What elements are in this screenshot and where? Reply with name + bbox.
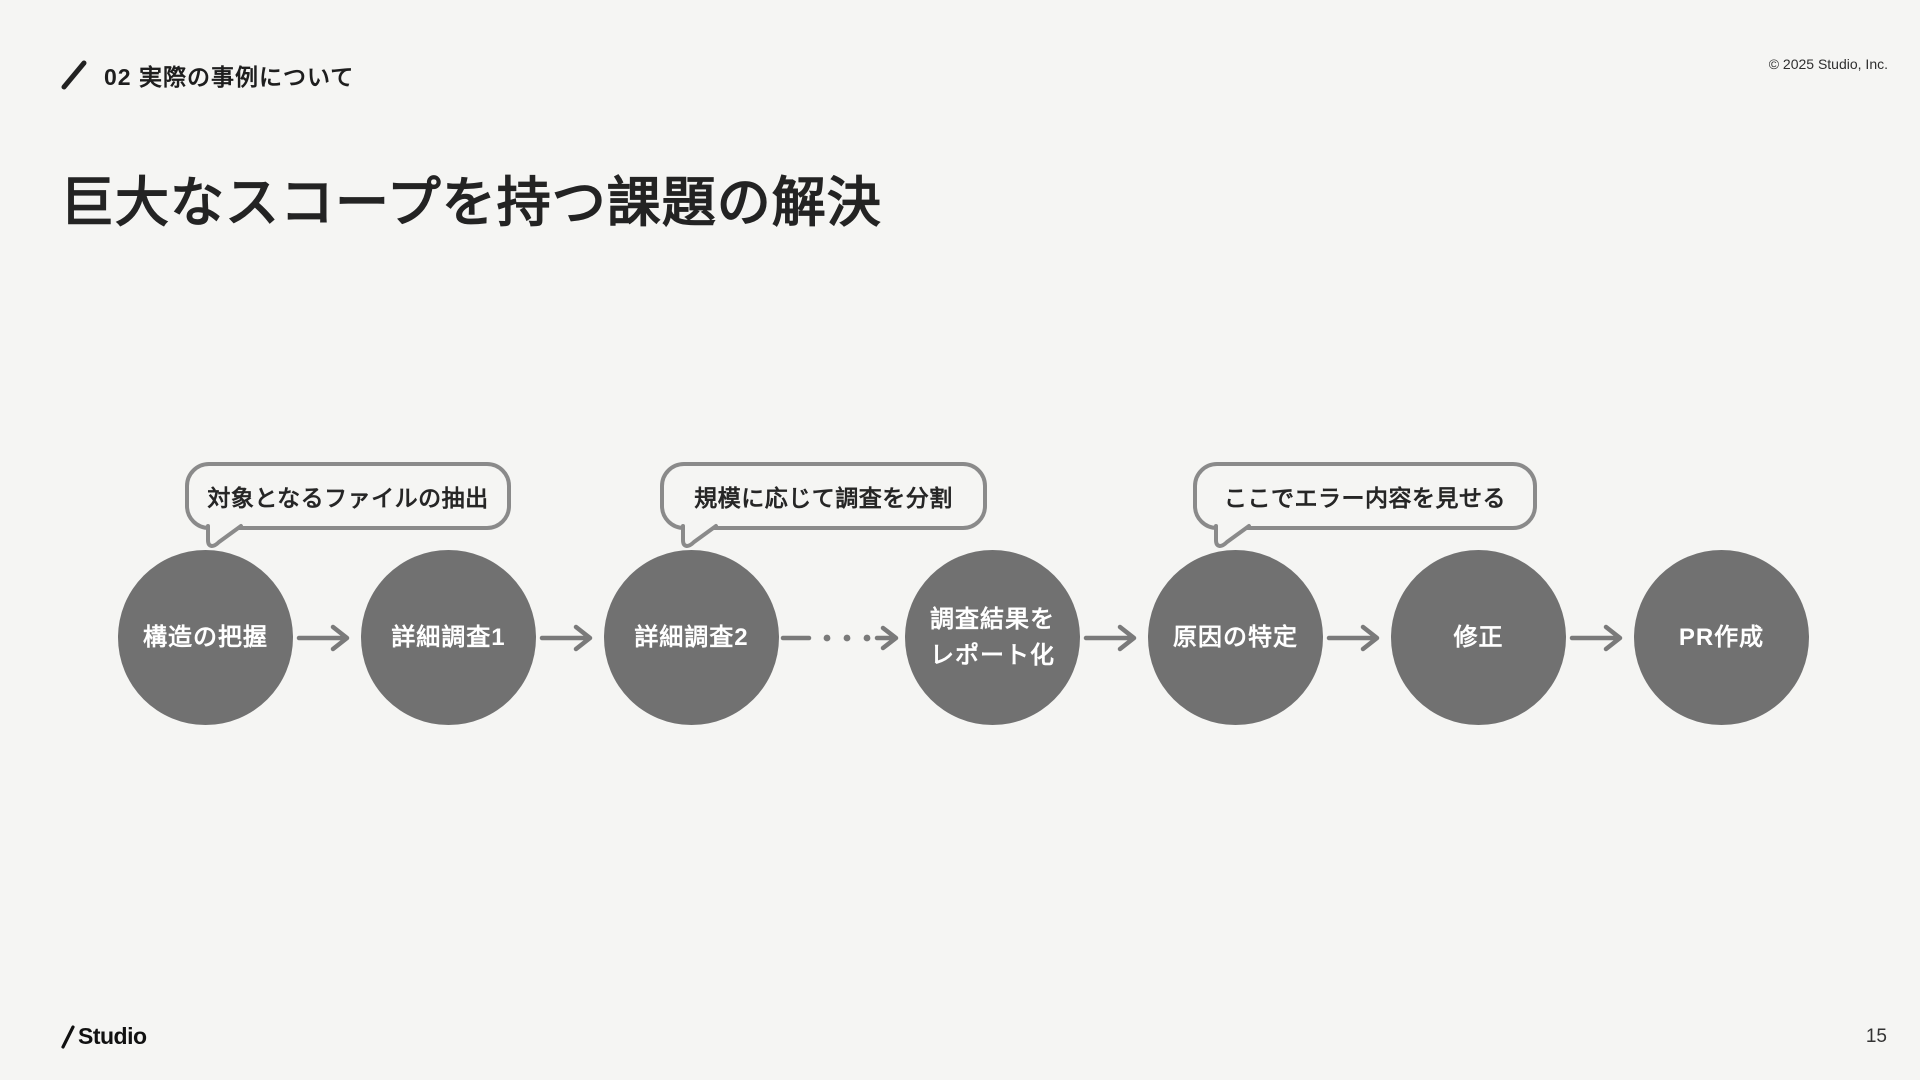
flow-step-structure: 構造の把握 <box>118 550 293 725</box>
annotation-text: 対象となるファイルの抽出 <box>207 485 489 511</box>
flow-step-detail2: 詳細調査2 <box>604 550 779 725</box>
flow-step-pr: PR作成 <box>1634 550 1809 725</box>
annotation-text: ここでエラー内容を見せる <box>1224 485 1506 511</box>
slash-icon <box>60 59 88 91</box>
flow-step-report: 調査結果を レポート化 <box>905 550 1080 725</box>
flow-step-identify-cause: 原因の特定 <box>1148 550 1323 725</box>
section-header: 02 実際の事例について <box>60 58 354 92</box>
studio-logo: Studio <box>60 1023 147 1050</box>
flow-step-label: 原因の特定 <box>1173 623 1298 651</box>
right-arrow-icon <box>293 623 361 653</box>
bubble-tail-icon <box>681 524 718 548</box>
flow-step-detail1: 詳細調査1 <box>361 550 536 725</box>
logo-text: Studio <box>78 1023 147 1049</box>
flow-step-label: PR作成 <box>1678 623 1765 651</box>
annotation-bubble-extract-files: 対象となるファイルの抽出 <box>185 462 511 548</box>
flow-step-label: 修正 <box>1453 623 1504 651</box>
right-arrow-icon <box>1323 623 1391 653</box>
dash-dots-arrow-icon <box>779 623 905 653</box>
page-number: 15 <box>1865 1026 1887 1047</box>
flow-step-label: 調査結果を レポート化 <box>930 605 1055 669</box>
logo-slash-icon <box>61 1024 75 1049</box>
process-flow: 構造の把握 詳細調査1 詳細調査2 <box>118 550 1809 725</box>
flow-step-label: 構造の把握 <box>143 623 268 651</box>
flow-step-label: 詳細調査2 <box>634 623 749 651</box>
section-label: 02 実際の事例について <box>104 64 355 90</box>
flow-step-fix: 修正 <box>1391 550 1566 725</box>
right-arrow-icon <box>1080 623 1148 653</box>
bubble-tail-icon <box>1214 524 1251 548</box>
annotation-text: 規模に応じて調査を分割 <box>694 485 953 511</box>
right-arrow-icon <box>536 623 604 653</box>
right-arrow-icon <box>1566 623 1634 653</box>
page-title: 巨大なスコープを持つ課題の解決 <box>60 173 882 234</box>
bubble-tail-icon <box>206 524 243 548</box>
flow-step-label: 詳細調査1 <box>391 623 506 651</box>
annotation-bubble-split-investigation: 規模に応じて調査を分割 <box>660 462 987 548</box>
copyright-text: © 2025 Studio, Inc. <box>1768 56 1888 72</box>
annotation-bubble-show-error: ここでエラー内容を見せる <box>1193 462 1537 548</box>
